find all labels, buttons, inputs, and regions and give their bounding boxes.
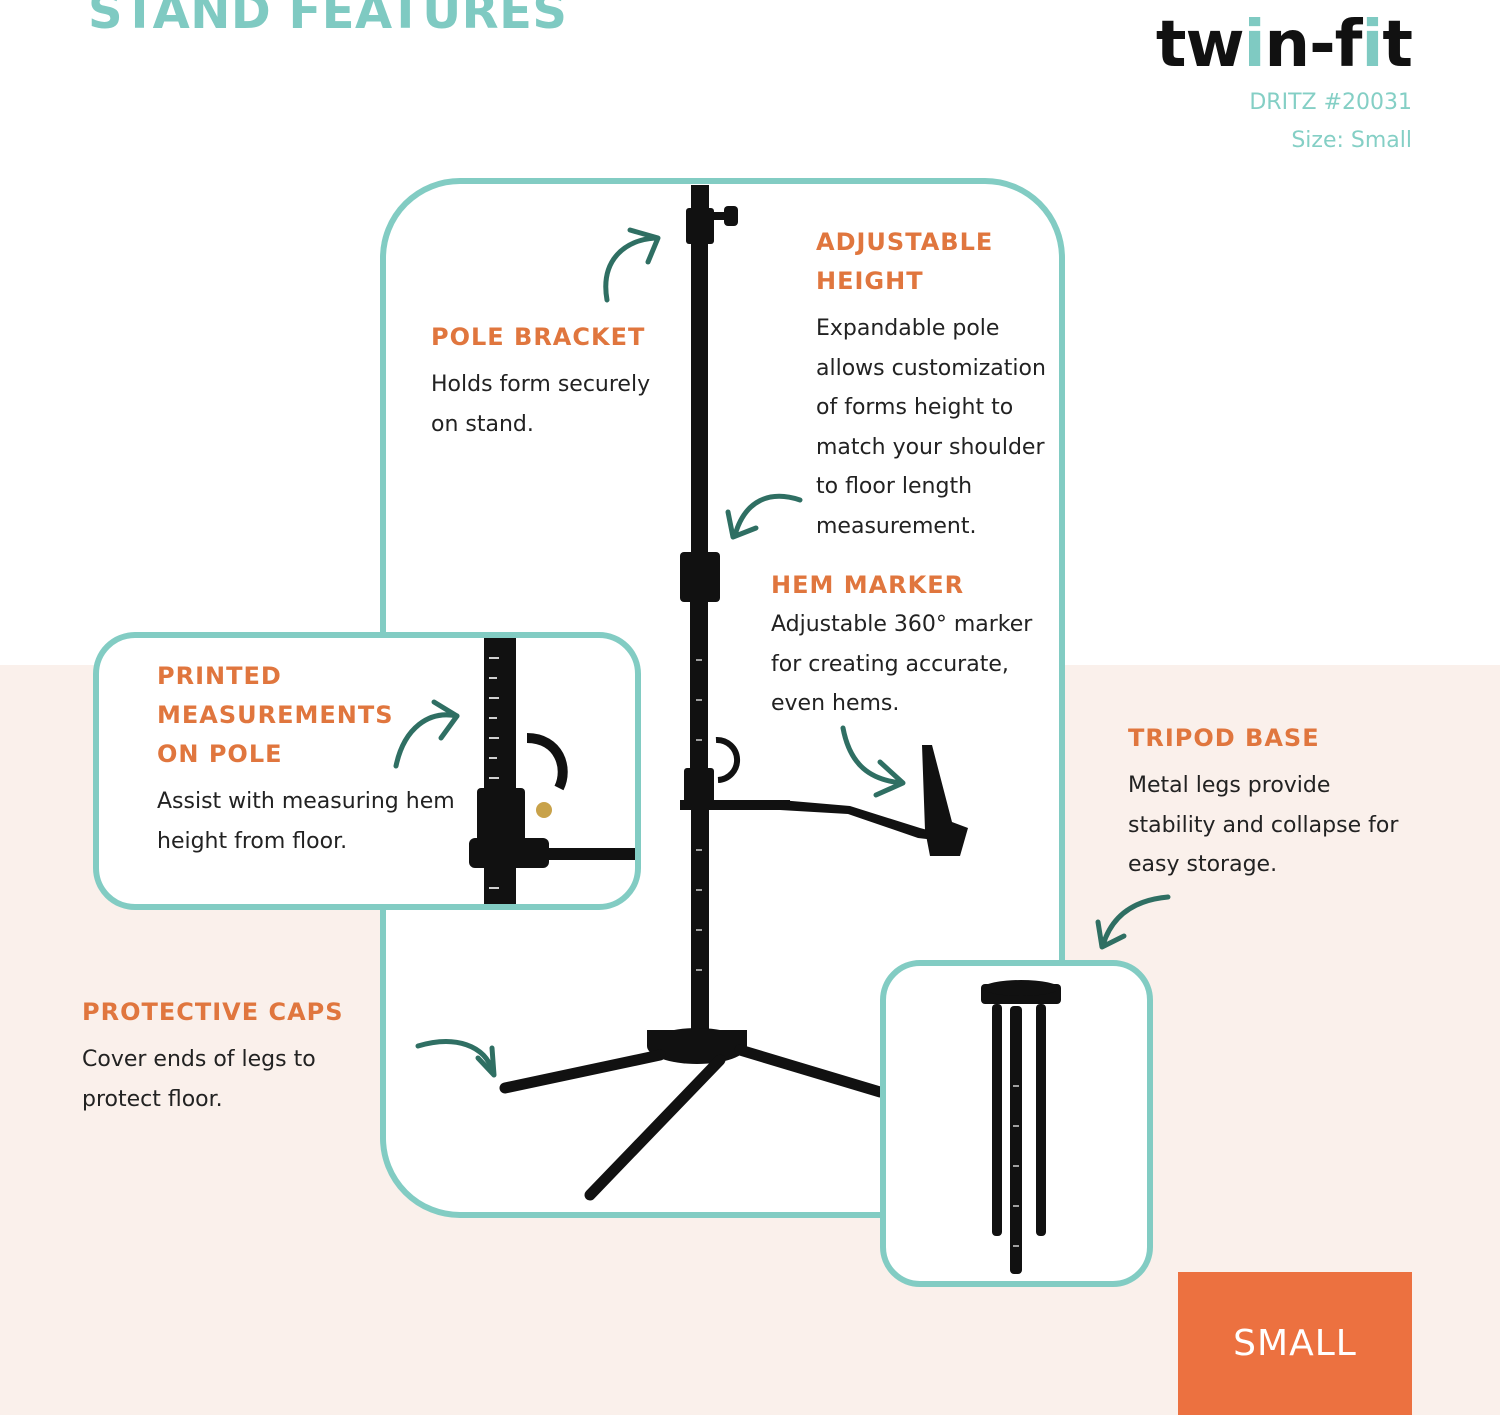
feature-description: Holds form securely on stand. bbox=[431, 372, 651, 437]
arrow-adjustable-height bbox=[732, 493, 803, 538]
feature-description: Expandable pole allows customization of … bbox=[816, 316, 1046, 539]
feature-printed-measurements: PRINTED MEASUREMENTS ON POLE Assist with… bbox=[157, 657, 455, 861]
arrow-tripod-base bbox=[1100, 894, 1171, 948]
feature-title: HEM MARKER bbox=[771, 571, 965, 599]
feature-title: PRINTED MEASUREMENTS ON POLE bbox=[157, 662, 394, 768]
arrow-hem-marker bbox=[840, 725, 905, 786]
arrow-protective-caps bbox=[415, 1039, 496, 1075]
folded-legs-illustration bbox=[981, 980, 1061, 1274]
feature-description: Metal legs provide stability and collaps… bbox=[1128, 773, 1399, 877]
printed-measurements-panel bbox=[93, 632, 641, 910]
feature-title: ADJUSTABLE HEIGHT bbox=[816, 228, 994, 295]
feature-hem-marker: HEM MARKER Adjustable 360° marker for cr… bbox=[771, 566, 1032, 724]
page-title: STAND FEATURES bbox=[88, 0, 568, 40]
feature-title: TRIPOD BASE bbox=[1128, 724, 1320, 752]
feature-pole-bracket: POLE BRACKET Holds form securely on stan… bbox=[431, 318, 650, 444]
feature-adjustable-height: ADJUSTABLE HEIGHT Expandable pole allows… bbox=[816, 223, 1046, 546]
product-size: Size: Small bbox=[1291, 128, 1412, 153]
feature-title: PROTECTIVE CAPS bbox=[82, 998, 344, 1026]
feature-description: Adjustable 360° marker for creating accu… bbox=[771, 612, 1033, 716]
product-sku: DRITZ #20031 bbox=[1249, 90, 1412, 115]
size-badge: SMALL bbox=[1178, 1272, 1412, 1415]
arrow-pole-bracket bbox=[603, 235, 658, 303]
feature-title: POLE BRACKET bbox=[431, 323, 646, 351]
pole-closeup-illustration bbox=[393, 638, 635, 904]
feature-description: Cover ends of legs to protect floor. bbox=[82, 1047, 316, 1112]
arrow-printed-measurements bbox=[393, 712, 460, 769]
brand-logo: twin-fit bbox=[1155, 8, 1413, 82]
feature-description: Assist with measuring hem height from fl… bbox=[157, 789, 455, 854]
feature-protective-caps: PROTECTIVE CAPS Cover ends of legs to pr… bbox=[82, 993, 344, 1119]
feature-tripod-base: TRIPOD BASE Metal legs provide stability… bbox=[1128, 719, 1398, 885]
tripod-base-panel bbox=[880, 960, 1153, 1287]
